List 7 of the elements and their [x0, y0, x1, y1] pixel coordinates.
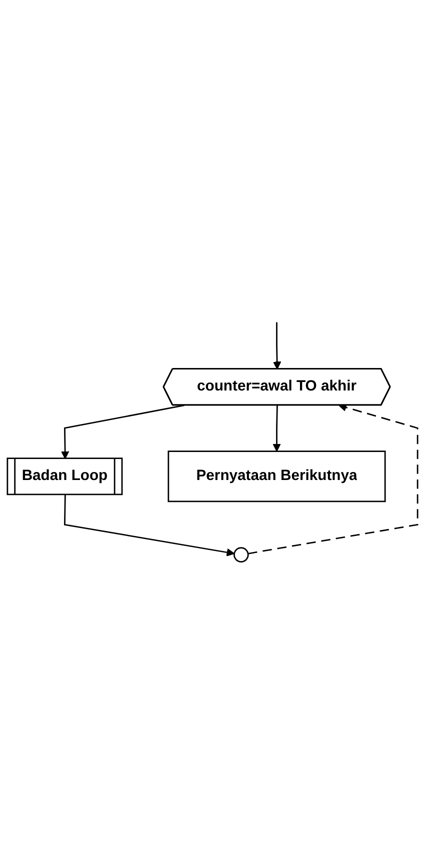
node-box: Pernyataan Berikutnya: [168, 450, 386, 502]
arrow: [248, 403, 418, 554]
node-circle: [234, 547, 249, 562]
arrow: [272, 405, 281, 452]
arrow: [61, 404, 184, 459]
arrow: [64, 494, 235, 556]
arrow: [272, 322, 282, 370]
